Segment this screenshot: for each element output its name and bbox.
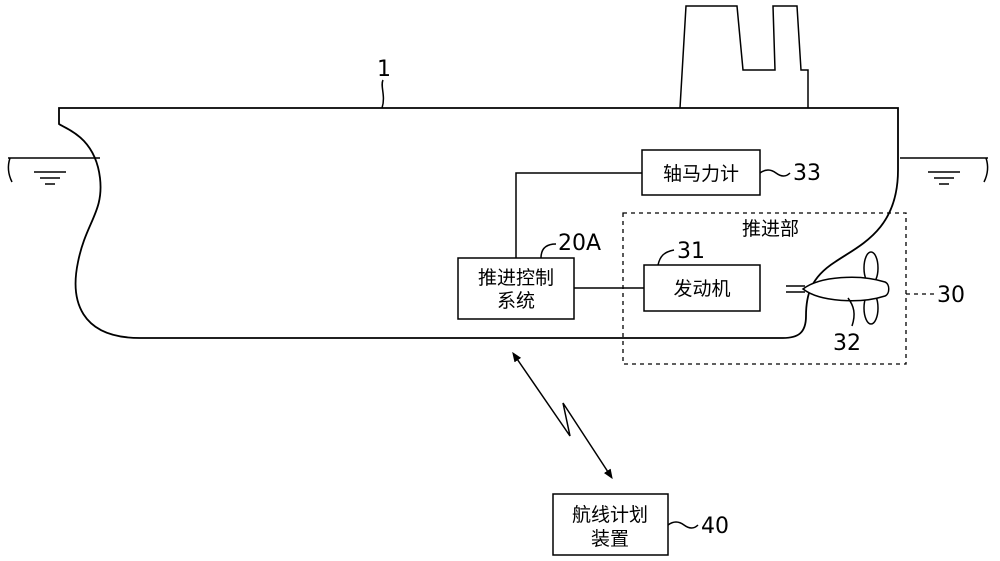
propeller-ref-number: 32 [833,331,861,356]
shaft-power-meter-ref-leader [760,170,790,176]
water-surface-right [900,158,988,184]
water-surface-left [8,158,100,184]
propulsion-control-ref-number: 20A [558,231,601,256]
route-plan-device-label-line2: 装置 [591,528,629,550]
ship-ref-number: 1 [377,57,391,82]
shaft-power-meter-ref-number: 33 [793,161,821,186]
propulsion-control-ref-leader [541,244,556,258]
wireless-link [515,356,610,475]
propulsion-unit-ref-number: 30 [937,283,965,308]
engine-ref-number: 31 [677,239,705,264]
propulsion-control-label-line1: 推进控制 [478,267,554,289]
route-plan-device-ref-leader [668,522,698,528]
engine-ref-leader [658,250,674,265]
ship-superstructure [680,6,808,108]
ship-ref-leader [382,80,383,108]
route-plan-device-label-line1: 航线计划 [572,504,648,526]
route-plan-device-ref-number: 40 [701,514,729,539]
propeller [786,252,889,324]
shaft-power-meter-label: 轴马力计 [663,163,739,185]
propeller-ref-leader [848,298,854,326]
propulsion-unit-label: 推进部 [742,218,799,240]
propulsion-control-label-line2: 系统 [497,290,535,312]
engine-label: 发动机 [673,278,730,300]
